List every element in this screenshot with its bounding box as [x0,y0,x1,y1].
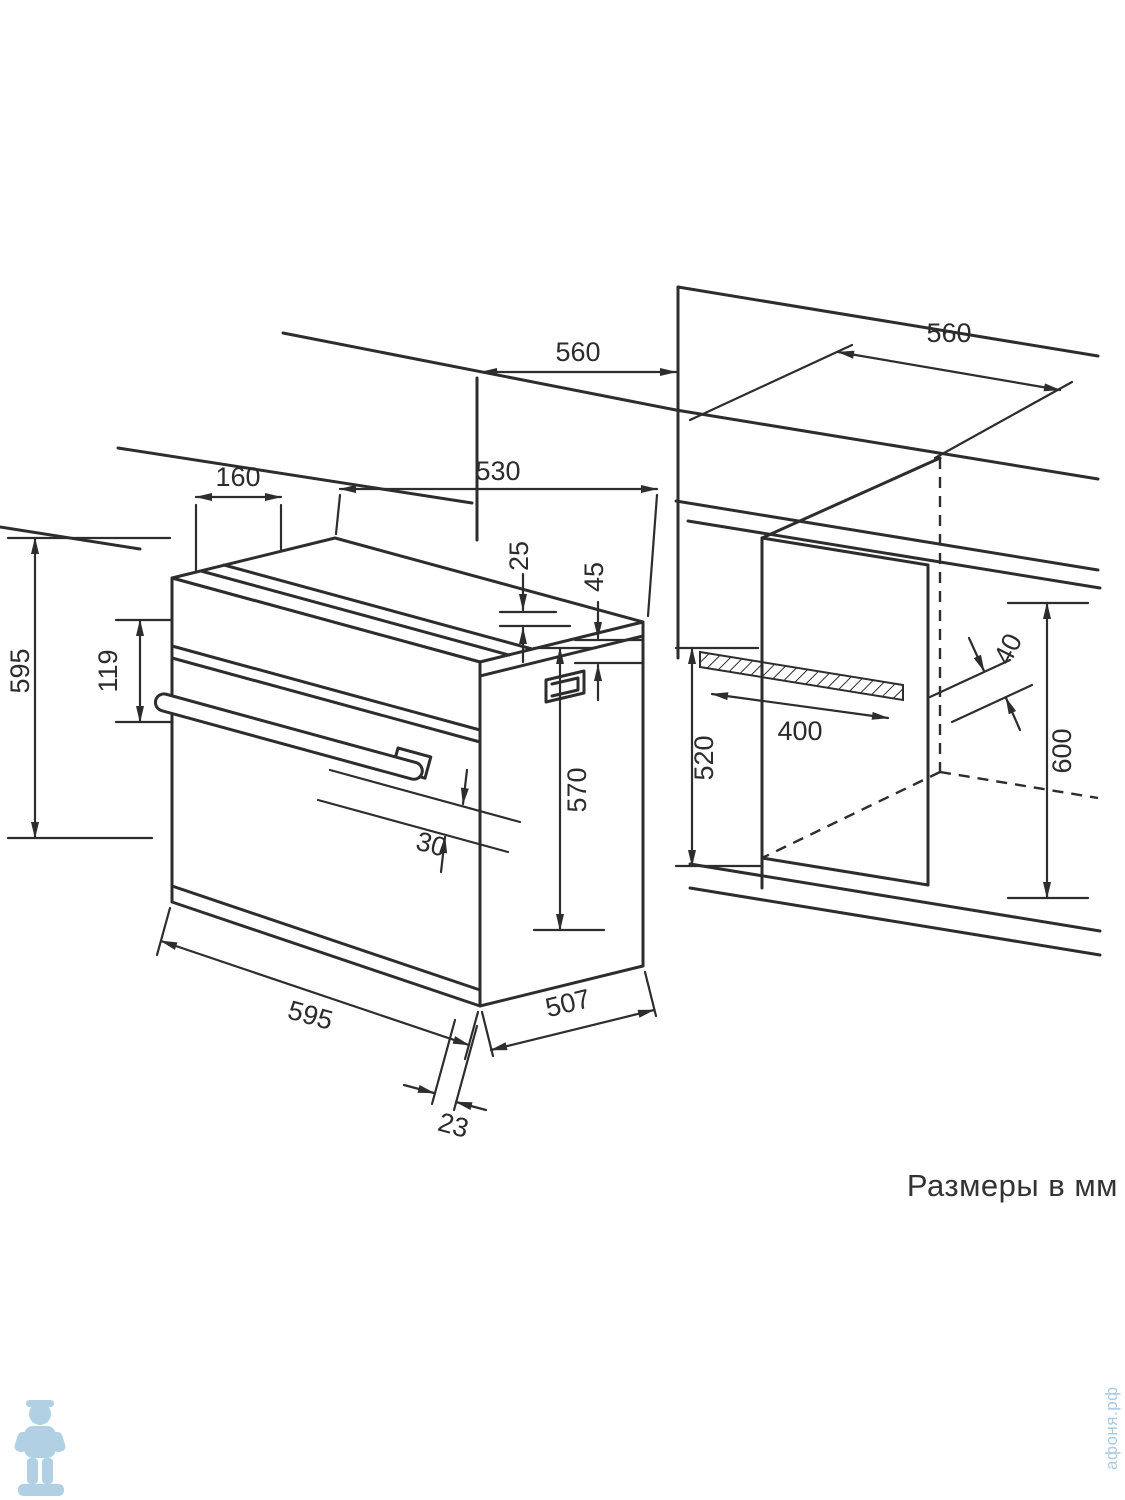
units-note: Размеры в мм [907,1168,1118,1203]
dim-label-23: 23 [435,1107,472,1144]
dim-label-600: 600 [1047,728,1077,773]
scene-lines [0,285,1102,660]
dim-label-570: 570 [562,767,592,812]
niche-hidden-edges [761,458,1099,860]
dim-label-160: 160 [215,462,260,492]
vent-hatch-band [699,650,904,702]
watermark-logo [14,1400,66,1496]
oven-handle [153,692,433,781]
dim-label-40: 40 [988,629,1028,669]
dim-label-560-left: 560 [555,337,600,367]
watermark-site-text: афоня.рф [1102,1386,1121,1470]
dim-label-25: 25 [504,541,534,571]
dim-label-119: 119 [93,649,123,692]
dim-label-530: 530 [475,456,520,486]
side-bracket [544,669,586,704]
dim-label-560-right: 560 [926,318,971,348]
oven-drawing [153,536,645,1008]
dim-label-height-595: 595 [5,648,35,693]
dim-label-width-595: 595 [285,995,336,1036]
dimension-lines [6,343,1090,1112]
dim-label-400: 400 [777,716,822,746]
dim-label-520: 520 [689,735,719,780]
niche-drawing [688,456,1102,957]
dim-label-45: 45 [579,562,609,592]
